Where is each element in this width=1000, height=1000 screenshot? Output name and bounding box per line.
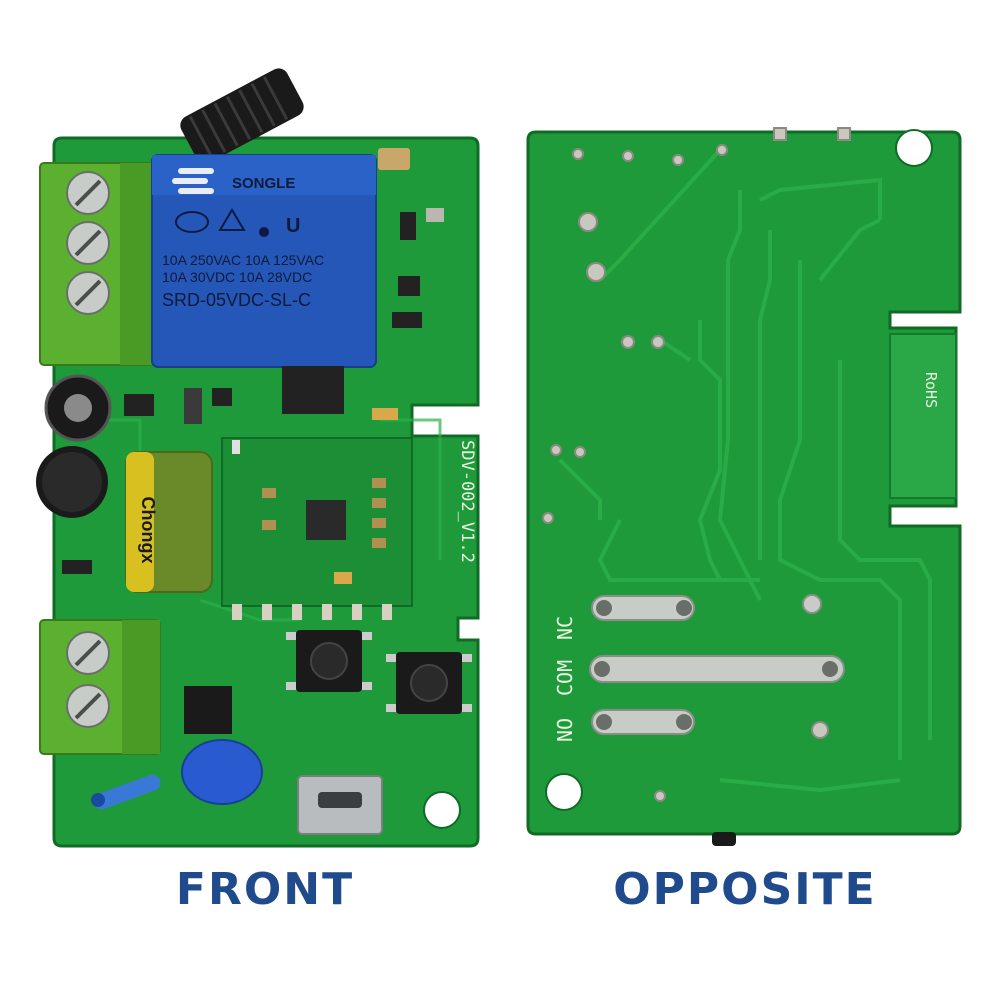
contact-label-no: NO [553,718,577,742]
front-caption: FRONT [175,864,355,915]
ceramic-capacitor [181,739,263,805]
songle-logo [172,168,214,194]
terminal-block-2pin [39,619,161,755]
svg-text:U: U [286,215,300,237]
micro-usb-port [297,775,383,835]
antenna-coil [180,68,304,164]
board-label: SDV-002_V1.2 [457,440,477,563]
capacitor-round [36,374,112,518]
module-edge: RoHS [889,333,957,499]
module-label: RoHS [922,372,940,408]
back-board: RoHS [526,127,962,846]
terminal-block-3pin [39,162,159,366]
relay-model: SRD-05VDC-SL-C [162,290,311,310]
smd-components [62,148,444,574]
opposite-caption: OPPOSITE [613,864,877,915]
front-board: SONGLE U 10A 250VAC 10A 125VAC 10A 30VDC… [36,68,480,848]
rf-module [221,437,413,620]
relay-rating-1: 10A 250VAC 10A 125VAC [162,252,324,268]
relay: SONGLE U 10A 250VAC 10A 125VAC 10A 30VDC… [151,154,377,368]
regulator-ic [184,686,232,734]
contact-label-com: COM [553,660,577,696]
tactile-button-2 [386,652,472,714]
relay-rating-2: 10A 30VDC 10A 28VDC [162,269,312,285]
relay-brand: SONGLE [232,175,295,192]
blue-diode [91,774,161,810]
capacitor-brand: Chongx [138,497,158,564]
tactile-button-1 [286,630,372,692]
contact-label-nc: NC [553,616,577,640]
relay-contact-pads [589,594,845,735]
capacitor-chongx: Chongx [125,451,213,593]
